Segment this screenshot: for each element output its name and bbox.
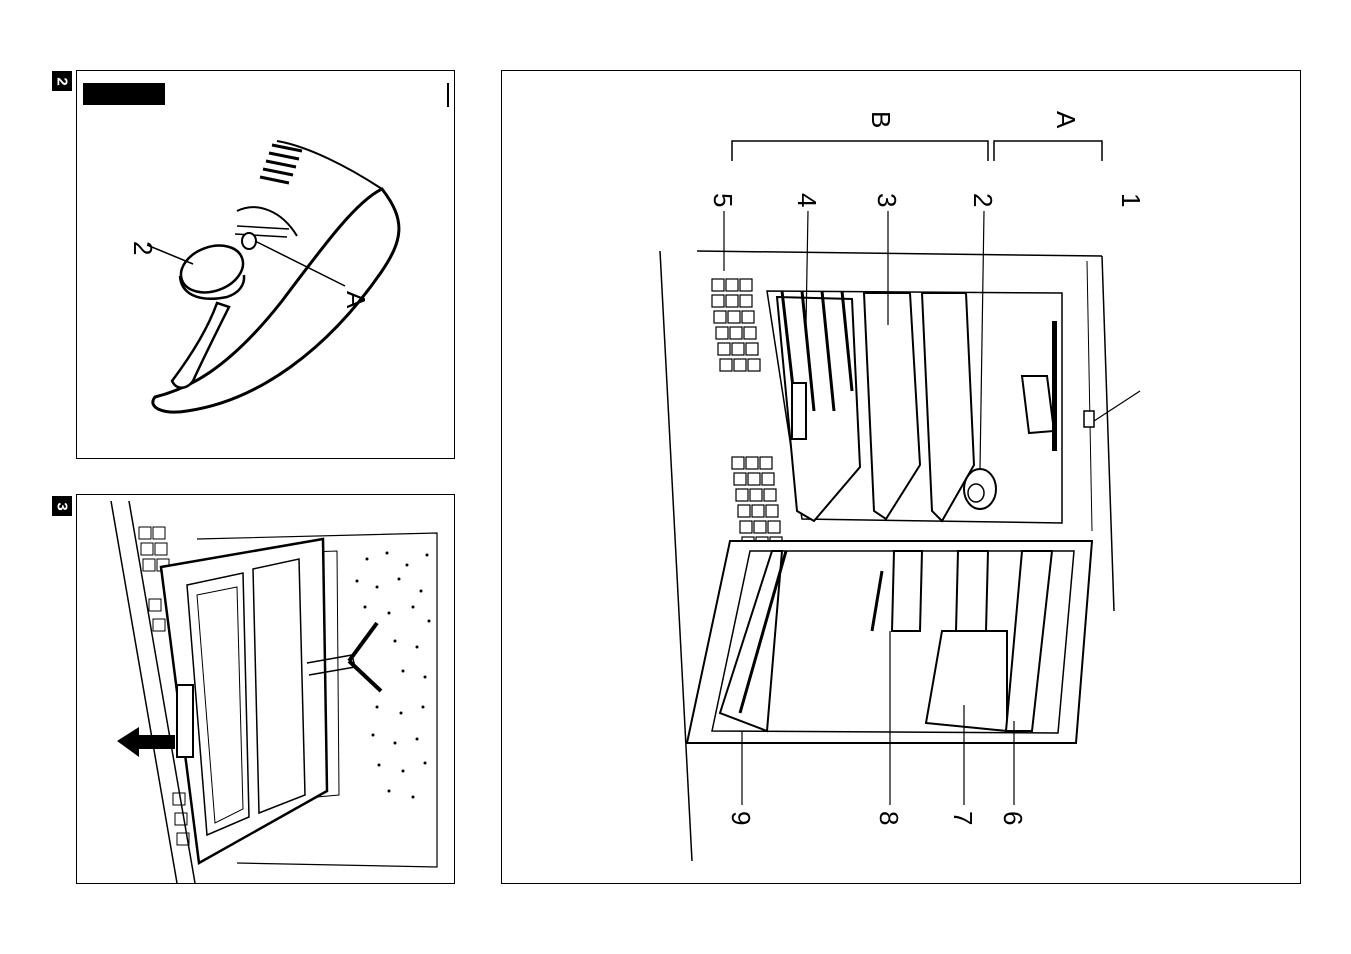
thermostat-illustration: 2 A — [77, 71, 456, 460]
bracket-b — [732, 141, 988, 161]
figure-2-panel: 2 A — [76, 70, 455, 459]
group-label-b: B — [866, 111, 896, 128]
callout-5: 5 — [708, 193, 738, 207]
door-rack-illustration — [77, 495, 456, 885]
figure-badge-3: 3 — [52, 496, 72, 516]
callout-2: 2 — [968, 193, 998, 207]
figure-3-panel — [76, 494, 455, 884]
callout-a: A — [341, 291, 371, 309]
freezer-overview-panel: B A — [501, 70, 1301, 884]
callout-4: 4 — [792, 193, 822, 207]
callout-3: 3 — [872, 193, 902, 207]
callout-1: 1 — [1116, 193, 1146, 207]
callout-2: 2 — [128, 241, 158, 255]
figure-badge-2: 2 — [52, 71, 72, 91]
bracket-a — [994, 141, 1102, 161]
group-label-a: A — [1051, 111, 1081, 129]
arrow-left-icon — [117, 727, 175, 757]
callout-6: 6 — [998, 811, 1028, 825]
callout-8: 8 — [874, 811, 904, 825]
freezer-illustration: B A — [502, 71, 1302, 885]
callout-7: 7 — [948, 811, 978, 825]
callout-9: 9 — [726, 811, 756, 825]
